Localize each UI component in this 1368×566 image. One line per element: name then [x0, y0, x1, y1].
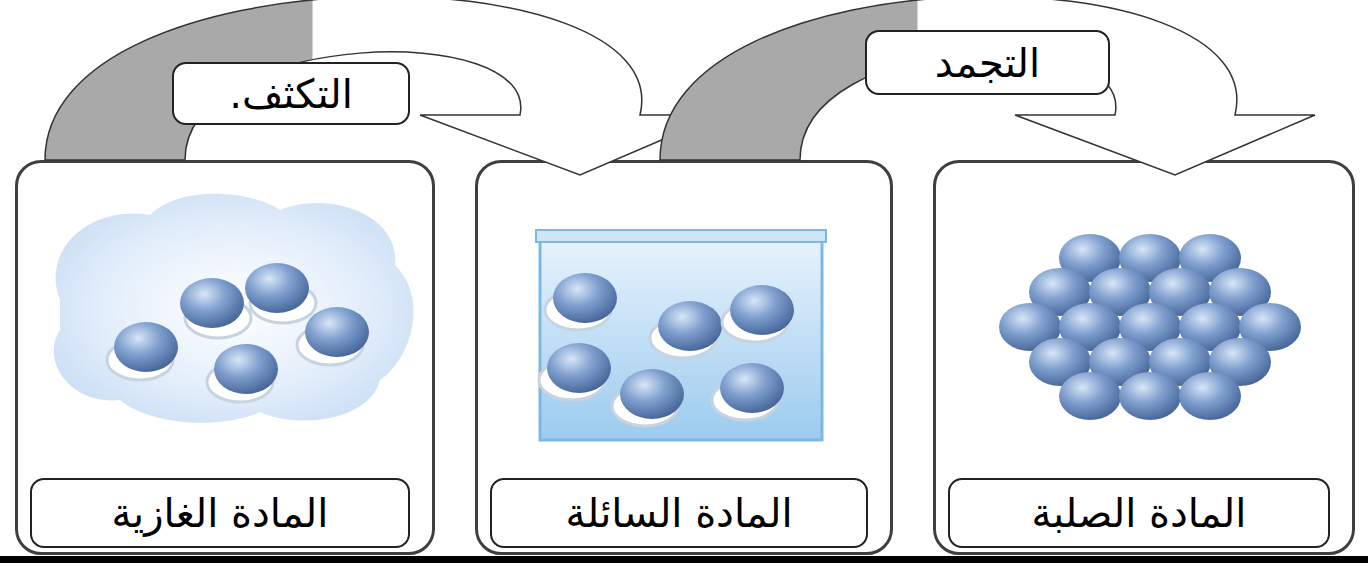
- particle: [1119, 372, 1181, 420]
- particle: [553, 273, 617, 323]
- cloud-shape: [54, 194, 414, 423]
- beaker-rim: [536, 230, 826, 242]
- curved-arrow: [640, 0, 1315, 175]
- state-label: المادة الغازية: [30, 478, 410, 548]
- arrow-outline: [660, 0, 1315, 175]
- state-label: المادة الصلبة: [948, 478, 1330, 548]
- particle: [114, 322, 178, 372]
- particle: [730, 285, 794, 335]
- gas-cloud: [54, 194, 414, 423]
- particle: [1059, 372, 1121, 420]
- state-panel: المادة الغازية: [15, 160, 435, 555]
- process-label: التكثف.: [172, 62, 410, 125]
- state-panel: المادة الصلبة: [933, 160, 1355, 555]
- particle: [214, 344, 278, 394]
- particle: [658, 301, 722, 351]
- liquid-beaker: [536, 230, 826, 440]
- particle: [180, 278, 244, 328]
- beaker: [540, 232, 822, 440]
- particle: [1179, 372, 1241, 420]
- liquid-particles: [539, 273, 794, 426]
- arrow-outline: [45, 0, 720, 175]
- curved-arrow: [25, 0, 720, 175]
- state-panel: المادة السائلة: [475, 160, 893, 555]
- process-label: التجمد: [865, 30, 1110, 95]
- solid-particles: [999, 234, 1301, 420]
- state-label: المادة السائلة: [490, 478, 868, 548]
- particle: [720, 363, 784, 413]
- bottom-rule: [0, 556, 1368, 563]
- particle: [305, 307, 369, 357]
- gas-particles: [107, 263, 369, 402]
- particle: [547, 343, 611, 393]
- particle: [620, 369, 684, 419]
- particle: [245, 263, 309, 313]
